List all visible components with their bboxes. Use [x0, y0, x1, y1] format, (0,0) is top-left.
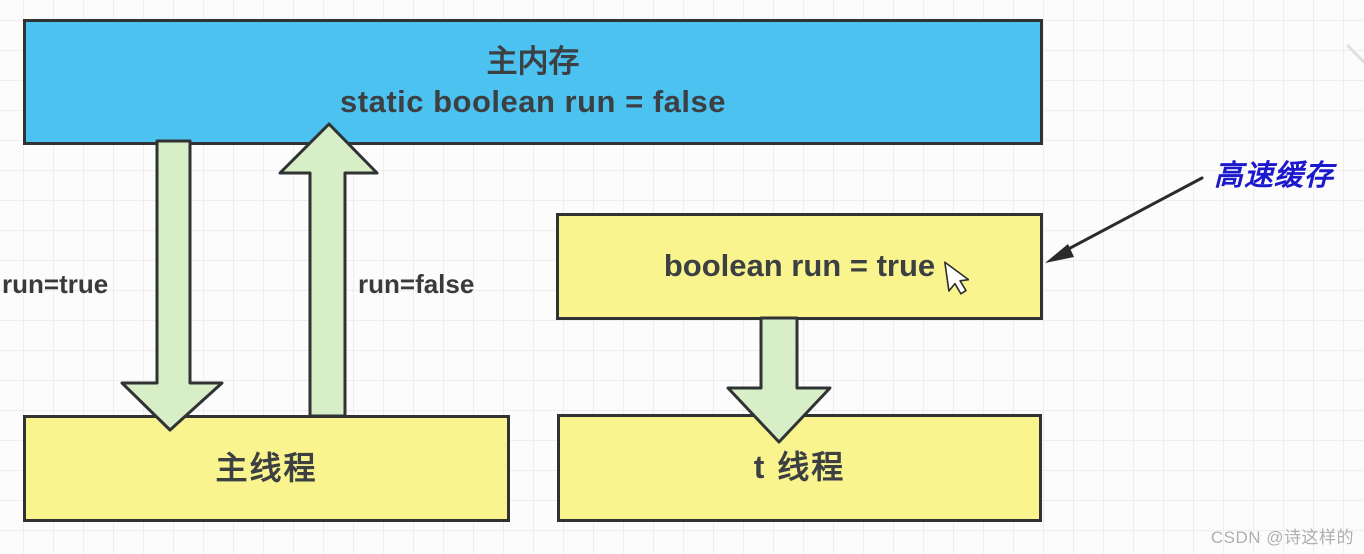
main-memory-box: 主内存 static boolean run = false	[23, 19, 1043, 145]
watermark: CSDN @诗这样的	[1210, 528, 1354, 547]
main-memory-title: 主内存	[486, 43, 580, 79]
cache-box: boolean run = true	[556, 213, 1043, 320]
arrow-down-run-true-icon	[120, 139, 224, 432]
main-thread-box: 主线程	[23, 415, 510, 522]
main-memory-code: static boolean run = false	[340, 84, 726, 119]
cache-box-label: boolean run = true	[663, 248, 936, 284]
run-true-label: run=true	[2, 269, 109, 299]
mouse-cursor-icon	[944, 261, 969, 295]
annotation-arrow-icon	[1045, 176, 1204, 263]
t-thread-label: t 线程	[753, 449, 846, 486]
run-false-label: run=false	[358, 269, 475, 299]
main-thread-label: 主线程	[215, 449, 318, 486]
t-thread-box: t 线程	[557, 414, 1042, 522]
cache-annotation-label: 高速缓存	[1214, 160, 1335, 192]
corner-artifact-line	[1346, 44, 1364, 64]
